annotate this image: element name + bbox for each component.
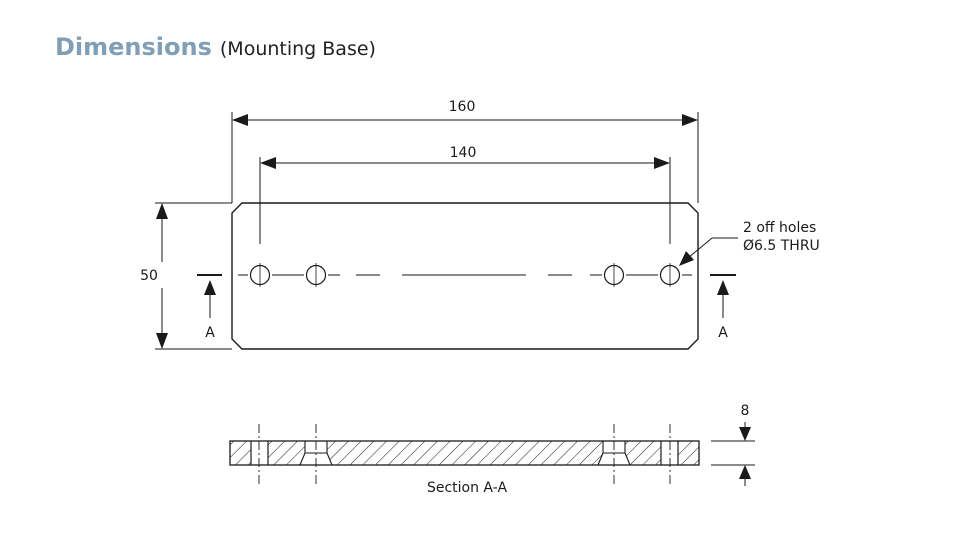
hole-callout-line-2: Ø6.5 THRU — [743, 238, 820, 254]
section-arrow-left — [204, 280, 216, 318]
dimension-line-50 — [156, 203, 168, 349]
section-mark-left: A — [205, 325, 215, 341]
dimension-line-140 — [260, 157, 670, 169]
plan-view — [155, 112, 738, 350]
section-hole-outer-left — [251, 441, 268, 465]
section-caption: Section A-A — [427, 480, 507, 496]
section-hole-outer-right — [661, 441, 678, 465]
hole-outer-left — [249, 263, 271, 287]
dimension-label-50: 50 — [140, 268, 158, 284]
dimension-line-160 — [232, 114, 698, 126]
hole-callout-line-1: 2 off holes — [743, 220, 816, 236]
section-mark-right: A — [718, 325, 728, 341]
dimension-label-8: 8 — [741, 403, 750, 419]
section-centre-lines — [258, 424, 671, 484]
plate-outline — [231, 202, 699, 350]
section-view — [229, 422, 755, 486]
dimension-label-140: 140 — [450, 145, 477, 161]
hole-outer-right — [659, 263, 681, 287]
dimension-label-160: 160 — [449, 99, 476, 115]
hole-inner-right — [603, 263, 625, 287]
page-subtitle: (Mounting Base) — [219, 38, 376, 60]
section-arrow-right — [717, 280, 729, 318]
page-heading: Dimensions (Mounting Base) — [55, 33, 376, 61]
page-title: Dimensions — [55, 33, 212, 61]
hole-callout-leader — [679, 237, 738, 266]
hole-inner-left — [305, 263, 327, 287]
dimension-line-8 — [711, 422, 755, 486]
